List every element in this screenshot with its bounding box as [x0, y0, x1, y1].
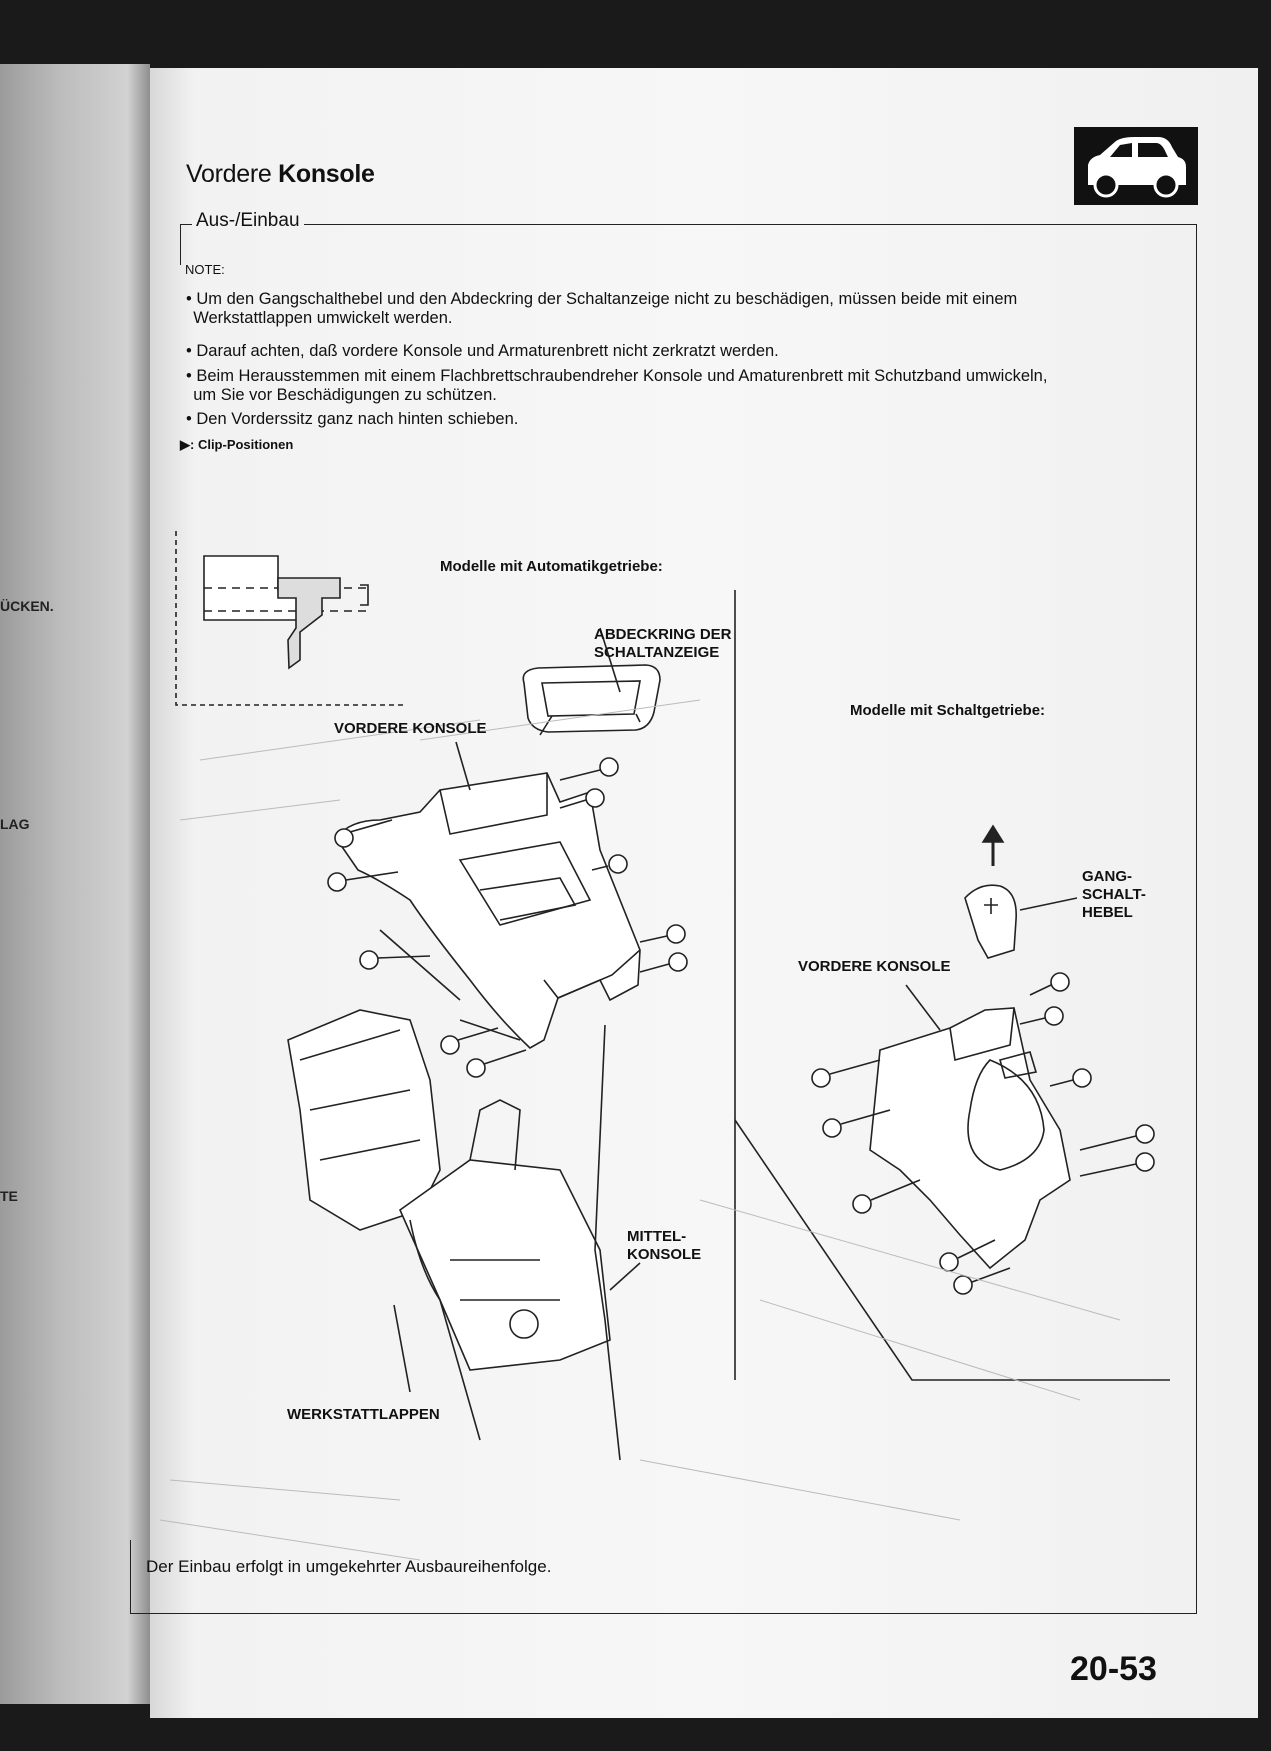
frame-line [130, 1613, 1197, 1614]
note-bullet: • Beim Herausstemmen mit einem Flachbret… [186, 367, 1048, 404]
note-bullet: • Um den Gangschalthebel und den Abdeckr… [186, 290, 1018, 327]
clip-position-legend: ▶: Clip-Positionen [180, 437, 294, 452]
triangle-arrow-icon: ▶ [180, 437, 190, 452]
label-auto-models: Modelle mit Automatikgetriebe: [440, 558, 663, 575]
frame-line [130, 1540, 131, 1614]
label-center-console: MITTEL-KONSOLE [627, 1228, 702, 1263]
frame-line [1196, 224, 1197, 1614]
page-number: 20-53 [1070, 1650, 1157, 1688]
note-bullet: • Darauf achten, daß vordere Konsole und… [186, 342, 779, 360]
label-manual-models: Modelle mit Schaltgetriebe: [850, 702, 1046, 719]
frame-line [180, 224, 181, 265]
label-front-console-auto: VORDERE KONSOLE [334, 720, 487, 737]
page-title: Vordere Konsole [186, 160, 375, 188]
facing-page-fragment: TE [0, 1188, 18, 1204]
facing-page-edge [0, 64, 150, 1704]
note-heading: NOTE: [185, 262, 225, 277]
note-bullet: • Den Vorderssitz ganz nach hinten schie… [186, 410, 519, 428]
reinstall-note: Der Einbau erfolgt in umgekehrter Ausbau… [146, 1557, 552, 1576]
facing-page-fragment: ÜCKEN. [0, 598, 54, 614]
manual-page [150, 68, 1258, 1718]
frame-line [180, 224, 192, 225]
label-gear-shift-lever: GANG-SCHALT-HEBEL [1082, 868, 1146, 921]
section-subtitle: Aus-/Einbau [196, 210, 300, 231]
facing-page-fragment: LAG [0, 816, 30, 832]
car-silhouette-icon [1074, 127, 1198, 205]
label-shop-cloth: WERKSTATTLAPPEN [287, 1406, 440, 1423]
frame-line [304, 224, 1197, 225]
label-front-console-manual: VORDERE KONSOLE [798, 958, 951, 975]
